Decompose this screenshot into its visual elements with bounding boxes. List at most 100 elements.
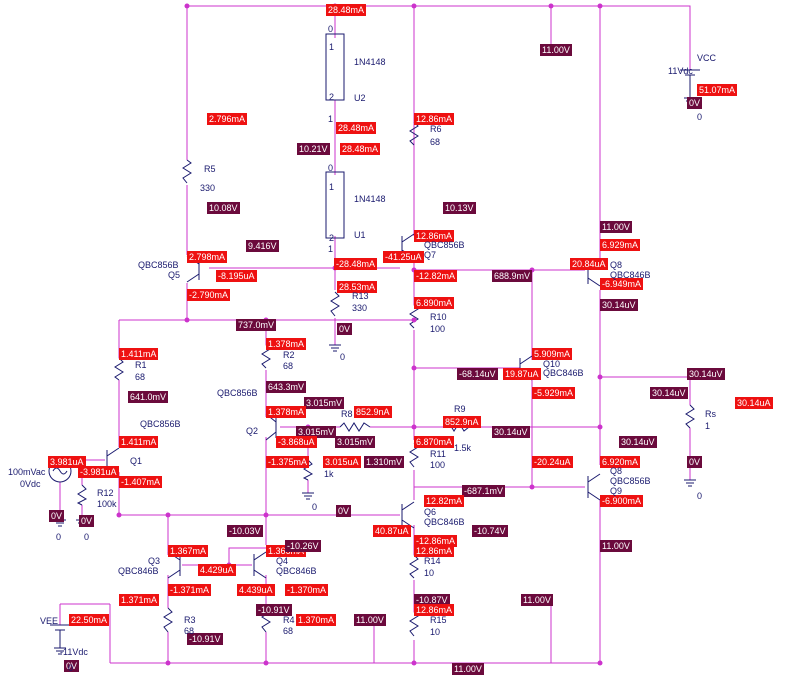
part-label: QBC856B [138, 260, 179, 270]
part-label: R9 [454, 404, 466, 414]
part-label: R12 [97, 488, 114, 498]
resistor-1k [302, 459, 314, 481]
current-readout: -6.900mA [600, 495, 644, 507]
part-label: 68 [283, 361, 294, 371]
current-readout: 51.07mA [697, 84, 738, 96]
current-readout: -41.25uA [383, 251, 424, 263]
current-readout: -5.929mA [532, 387, 576, 399]
part-label: 1N4148 [354, 194, 386, 204]
current-readout: -12.86mA [414, 535, 458, 547]
current-readout: 12.86mA [414, 230, 455, 242]
part-label: QBC856B [610, 476, 651, 486]
current-readout: 28.48mA [340, 143, 381, 155]
current-readout: -12.82mA [414, 270, 458, 282]
voltage-readout: -10.91V [187, 633, 223, 645]
voltage-readout: -10.26V [285, 540, 321, 552]
resistor-r14 [409, 554, 419, 579]
part-label: 0 [68, 663, 74, 673]
part-label: R4 [283, 615, 295, 625]
part-label: QBC846B [276, 566, 317, 576]
part-label: Q8 [610, 260, 623, 270]
part-label: R10 [430, 312, 447, 322]
current-readout: 12.86mA [414, 113, 455, 125]
current-readout: -3.868uA [276, 436, 317, 448]
part-label: 68 [283, 626, 294, 636]
current-readout: -3.981uA [78, 466, 119, 478]
transistor-q9 [587, 473, 601, 501]
voltage-readout: 1.310mV [364, 456, 405, 468]
part-label: 1 [329, 182, 335, 192]
current-readout: 1.378mA [266, 338, 307, 350]
part-label: Q5 [168, 270, 181, 280]
current-readout: -1.407mA [119, 476, 163, 488]
resistor-r12 [76, 484, 88, 506]
current-readout: 12.86mA [414, 545, 455, 557]
current-readout: 2.798mA [187, 251, 228, 263]
transistor-q6 [401, 501, 415, 529]
voltage-readout: 11.00V [540, 44, 572, 56]
part-label: 1.5k [454, 443, 472, 453]
part-label: U2 [354, 93, 366, 103]
part-label: QBC856B [424, 240, 465, 250]
voltage-readout: 688.9mV [492, 270, 533, 282]
current-readout: 12.82mA [424, 495, 465, 507]
part-label: 100mVac [8, 467, 46, 477]
voltage-readout: -687.1mV [462, 485, 506, 497]
part-label: 100 [430, 460, 446, 470]
ac-source-wave [52, 467, 68, 475]
resistor-rs [685, 404, 695, 429]
resistor-r13 [330, 291, 340, 317]
voltage-readout: 0V [687, 97, 703, 109]
current-readout: 4.429uA [198, 564, 236, 576]
part-label: R6 [430, 124, 442, 134]
part-label: 1 [705, 421, 711, 431]
part-label: R3 [184, 615, 196, 625]
part-label: Q10 [543, 359, 561, 369]
part-label: 0 [328, 163, 334, 173]
current-readout: 22.50mA [69, 614, 110, 626]
part-label: 1 [328, 114, 334, 124]
voltage-readout: 0V [79, 515, 95, 527]
vcc-battery-symbol [680, 69, 700, 98]
current-readout: 6.890mA [414, 297, 455, 309]
voltage-readout: 641.0mV [128, 391, 169, 403]
current-readout: 1.367mA [168, 545, 209, 557]
part-label: 68 [135, 372, 146, 382]
resistor-r8 [339, 422, 371, 432]
part-label: -11Vdc [60, 647, 88, 657]
current-readout: 28.53mA [337, 281, 378, 293]
part-label: 100k [97, 499, 117, 509]
current-readout: 28.48mA [336, 122, 377, 134]
part-label: 1k [324, 469, 334, 479]
current-readout: 1.411mA [119, 436, 159, 448]
vee-battery-symbol [50, 624, 70, 648]
current-readout: -20.24uA [532, 456, 573, 468]
part-label: 10 [424, 568, 435, 578]
voltage-readout: 11.00V [452, 663, 484, 675]
voltage-readout: 0V [337, 323, 353, 335]
current-readout: 3.981uA [48, 456, 86, 468]
part-label: 0 [84, 532, 90, 542]
part-label: QBC846B [543, 368, 584, 378]
voltage-readout: 30.14uV [619, 436, 657, 448]
current-readout: 1.371mA [119, 594, 160, 606]
part-label: 0 [340, 352, 346, 362]
part-label: QBC846B [424, 517, 465, 527]
part-label: QBC846B [610, 270, 651, 280]
current-readout: 20.84uA [570, 258, 608, 270]
part-label: 0 [697, 491, 703, 501]
voltage-readout: 0V [336, 505, 352, 517]
current-readout: -28.48mA [334, 258, 378, 270]
voltage-readout: 11.00V [600, 540, 632, 552]
current-readout: -1.371mA [168, 584, 212, 596]
voltage-readout: 0V [64, 660, 80, 672]
part-label: 0Vdc [20, 479, 41, 489]
part-label: QBC856B [140, 419, 181, 429]
part-label: Q1 [130, 456, 143, 466]
current-readout: -1.370mA [285, 584, 329, 596]
voltage-readout: 0V [49, 510, 65, 522]
part-label: R14 [424, 556, 441, 566]
voltage-readout: -10.87V [414, 594, 450, 606]
voltage-readout: 643.3mV [266, 381, 307, 393]
current-readout: 5.909mA [532, 348, 573, 360]
